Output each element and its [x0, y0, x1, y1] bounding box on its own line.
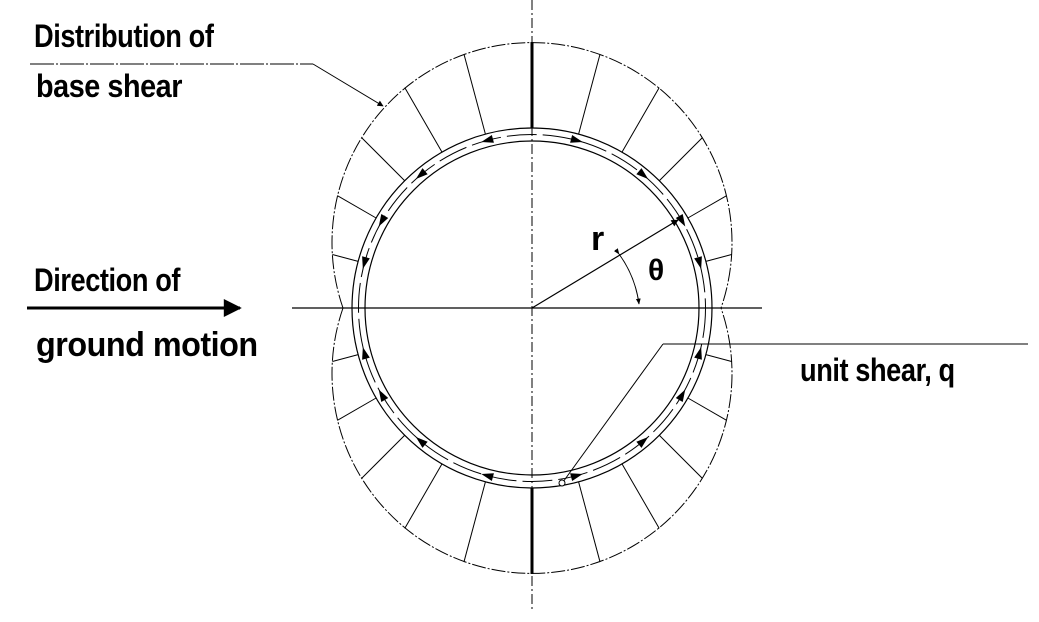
distribution-radial-lines — [332, 42, 732, 574]
radius-arrow — [531, 219, 679, 309]
theta-label: θ — [648, 254, 664, 287]
distribution-label-line2: base shear — [36, 68, 182, 104]
shear-flow-line — [358, 134, 706, 482]
theta-angle-arc — [613, 248, 641, 305]
unit-shear-leader — [558, 343, 1028, 487]
distribution-leader — [30, 63, 384, 107]
direction-label-line2: ground motion — [36, 326, 258, 364]
radius-label: r — [591, 220, 604, 258]
distribution-label-line1: Distribution of — [34, 18, 214, 54]
direction-label-line1: Direction of — [34, 262, 181, 298]
shear-flow-arrows — [362, 134, 702, 482]
unit-shear-label: unit shear, q — [800, 352, 955, 388]
